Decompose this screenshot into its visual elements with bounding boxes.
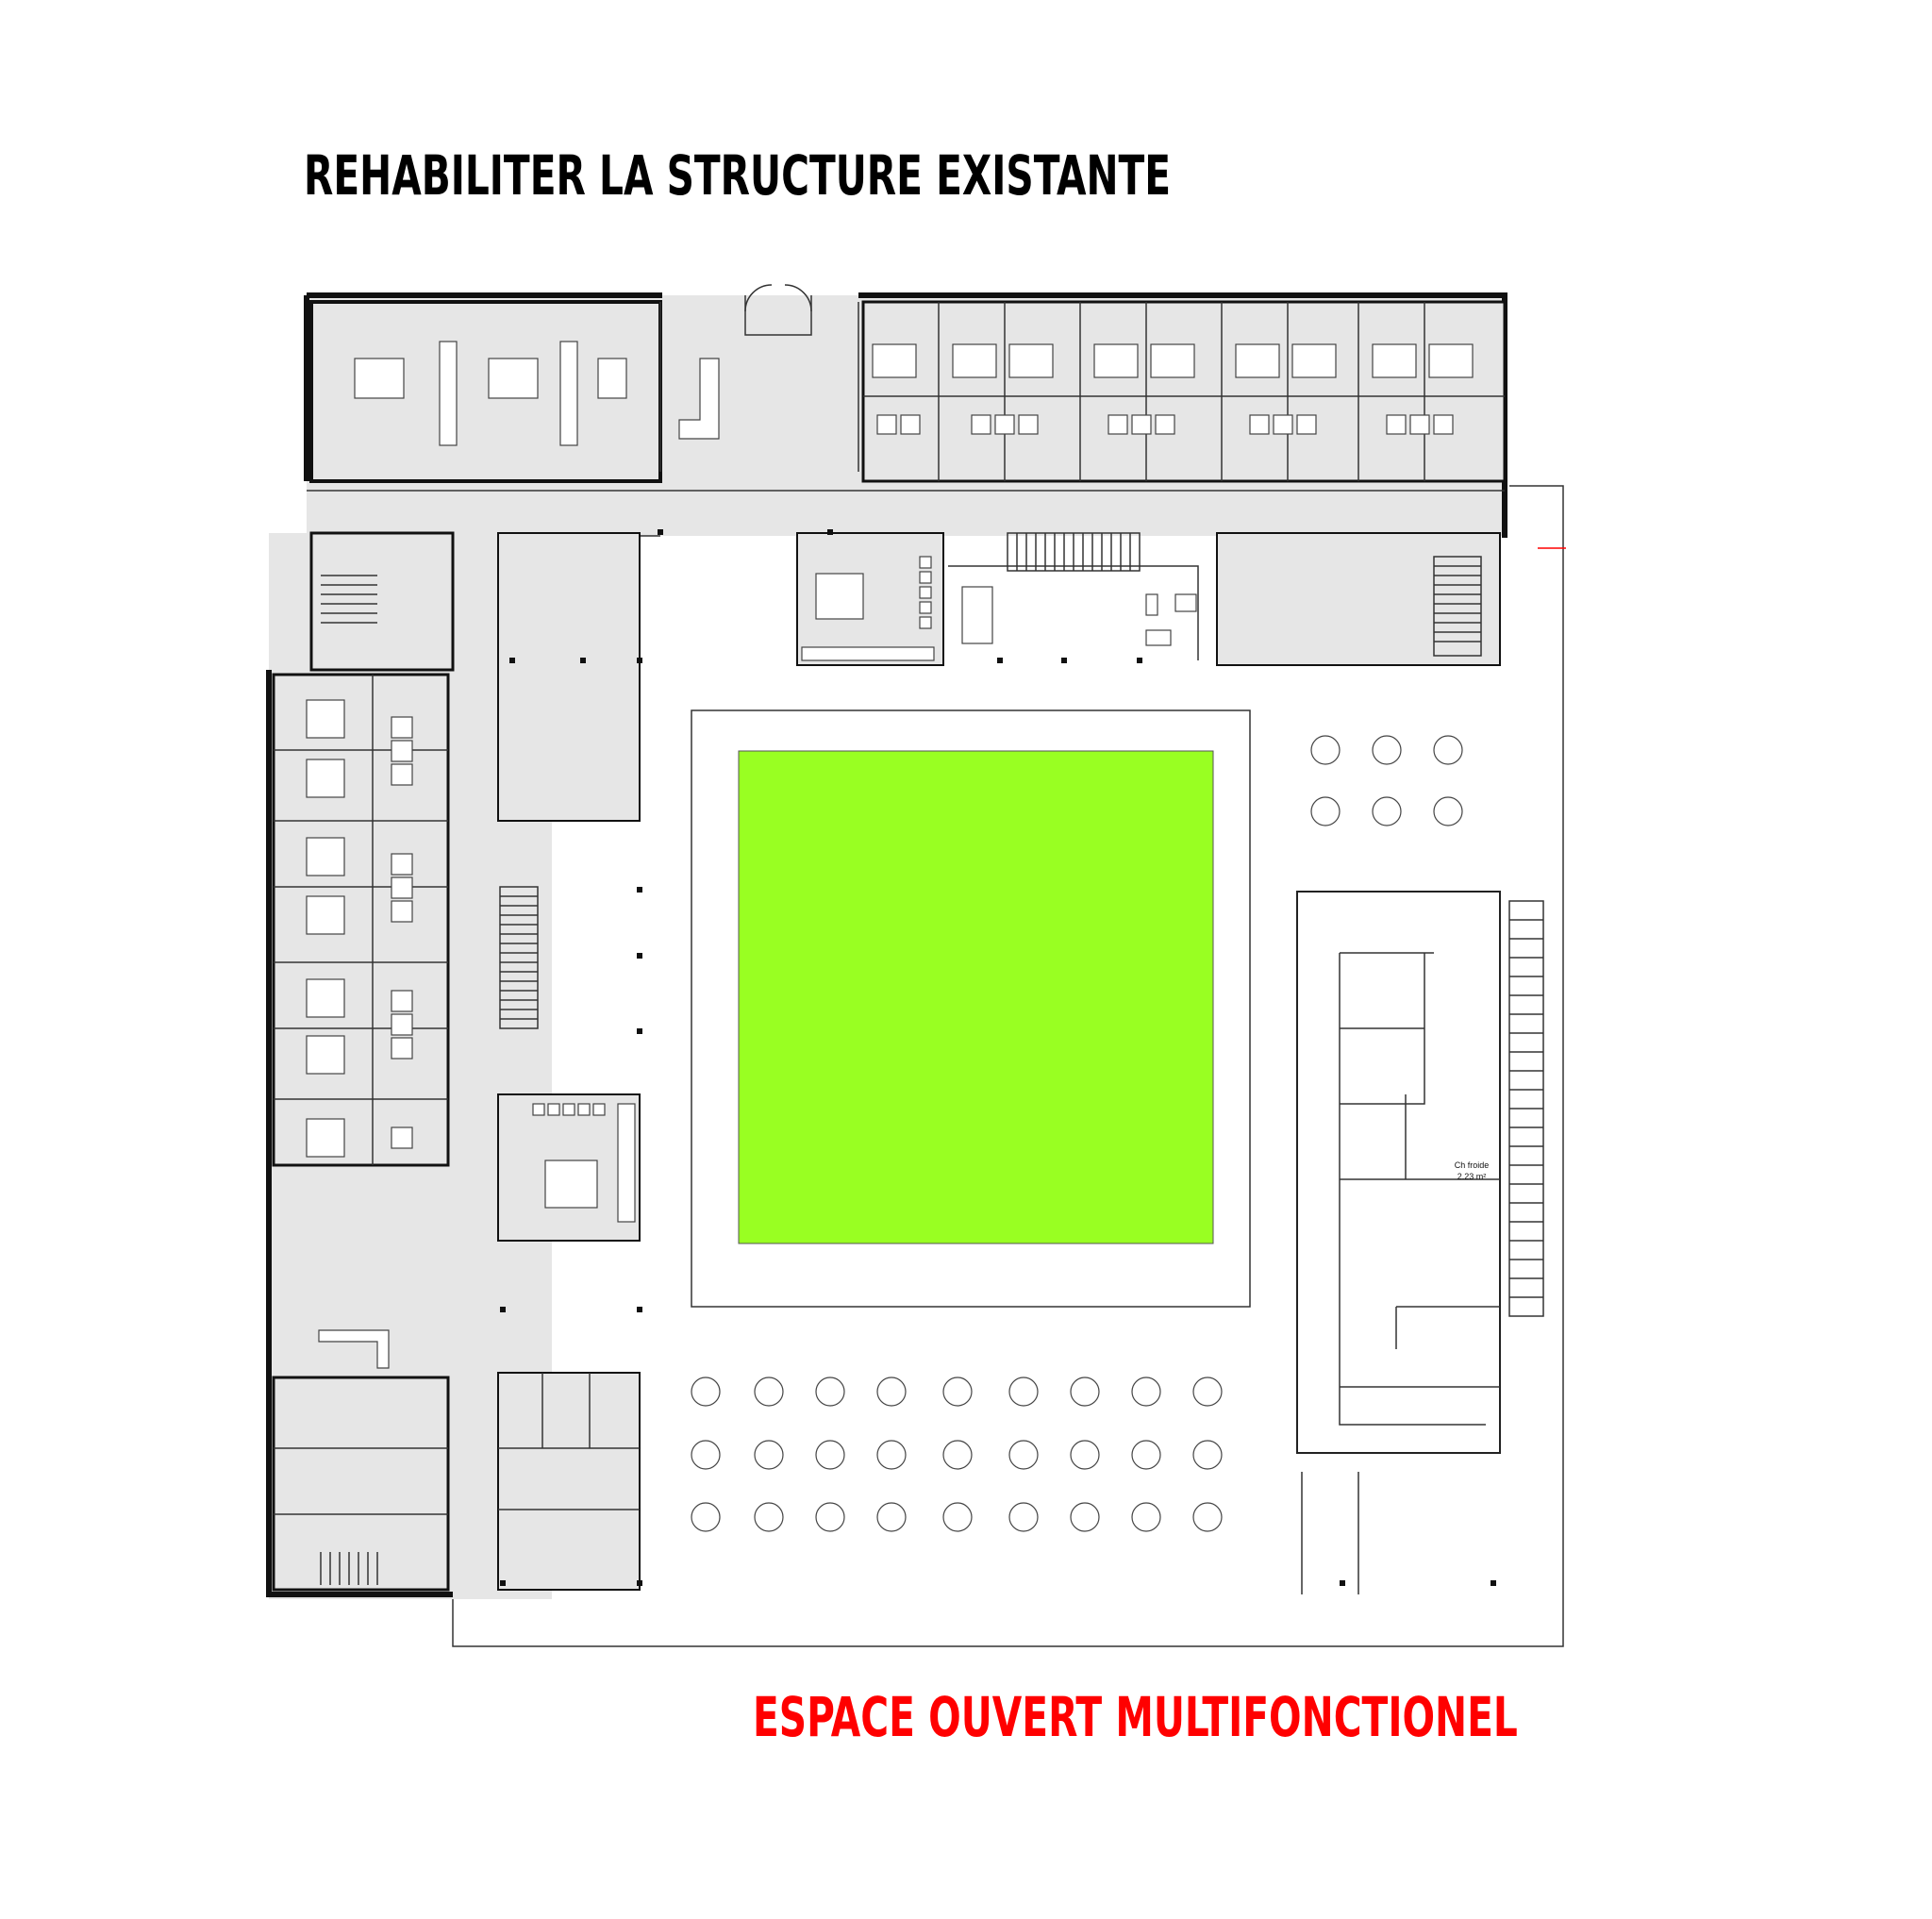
site-boundary — [452, 485, 1564, 1647]
west-corridor-stair — [499, 886, 539, 1029]
guest-beds — [872, 343, 1474, 378]
north-stair — [1007, 532, 1141, 572]
east-office — [1216, 532, 1501, 666]
courtyard-lawn — [738, 750, 1214, 1244]
terrace-tables — [1310, 735, 1463, 826]
office-desks — [354, 341, 627, 446]
entry-counter — [678, 358, 720, 440]
west-stair-top — [309, 531, 455, 672]
north-wing — [304, 284, 1566, 666]
east-plaza-edge — [1301, 1472, 1359, 1594]
courtyard-frame — [691, 709, 1251, 1308]
lounge-seats — [919, 556, 932, 629]
courtyard — [691, 709, 1251, 1308]
west-outer-wall — [266, 670, 453, 1597]
kitchen-shelf — [617, 1103, 636, 1223]
guest-room-block — [861, 300, 1507, 483]
east-service-block — [1296, 891, 1501, 1454]
cold-room-label: Ch froide — [1455, 1160, 1490, 1170]
lounge-table — [815, 573, 864, 620]
west-bathrooms — [391, 716, 413, 1149]
toilets-block — [497, 1372, 641, 1591]
west-lower-stair — [320, 1552, 378, 1585]
west-wing — [266, 531, 641, 1599]
guest-bathrooms — [876, 414, 1454, 435]
west-guest-rooms — [272, 673, 450, 1167]
main-entrance-doors — [744, 284, 812, 336]
east-stair — [1433, 556, 1482, 657]
guest-room-row — [861, 300, 1507, 483]
top-title: REHABILITER LA STRUCTURE EXISTANTE — [304, 143, 1172, 208]
east-ramp — [1508, 900, 1544, 1317]
west-stair-steps — [321, 575, 377, 624]
west-counter — [318, 1329, 390, 1369]
kitchen-seats — [532, 1103, 606, 1116]
dining-tables — [691, 1377, 1223, 1532]
columns — [500, 529, 1496, 1586]
storage-room — [497, 532, 641, 822]
west-lower-rooms — [272, 1376, 450, 1592]
entry-hall-walls — [659, 302, 859, 472]
west-beds — [306, 699, 345, 1158]
kitchen-island — [544, 1160, 598, 1209]
cold-room-area: 2.23 m² — [1457, 1172, 1487, 1181]
toilets-partitions — [498, 1373, 640, 1510]
lobby-outline — [948, 565, 1199, 660]
lobby-armchairs — [1145, 593, 1197, 646]
lobby-shelf — [961, 586, 993, 644]
lounge-bench — [801, 646, 935, 661]
bottom-title: ESPACE OUVERT MULTIFONCTIONEL — [753, 1685, 1518, 1749]
